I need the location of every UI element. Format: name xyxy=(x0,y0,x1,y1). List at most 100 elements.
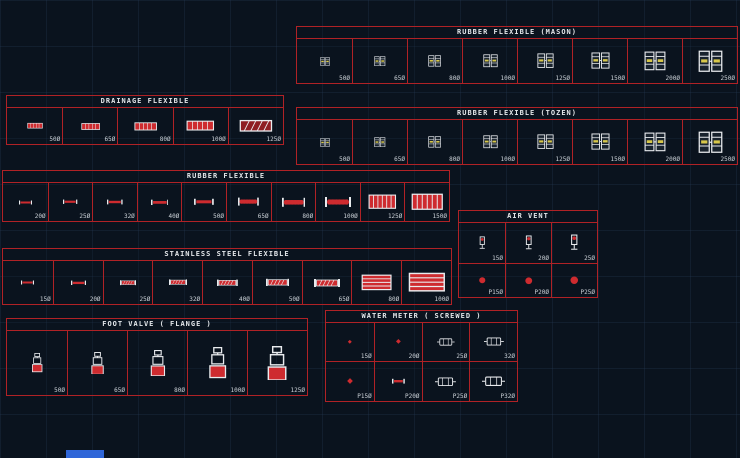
water-meter-icon xyxy=(482,376,506,387)
taskbar-fragment xyxy=(66,450,104,458)
symbol-cell: 125Ø xyxy=(247,331,307,395)
red-circle-icon xyxy=(524,276,534,286)
symbol-cell: 15Ø xyxy=(3,261,53,304)
size-label: 25Ø xyxy=(584,254,595,262)
group-title-drainage-flexible: DRAINAGE FLEXIBLE xyxy=(7,96,283,108)
size-label: 100Ø xyxy=(211,136,226,143)
rubber-coupling-icon xyxy=(536,134,554,150)
air-vent-icon xyxy=(569,234,580,251)
size-label: 80Ø xyxy=(449,75,460,82)
size-label: 65Ø xyxy=(394,156,405,163)
size-label: 125Ø xyxy=(266,136,281,143)
size-label: 200Ø xyxy=(665,156,680,163)
symbol-cell: 100Ø xyxy=(172,108,228,144)
symbol-cell: 25Ø xyxy=(47,183,93,221)
size-label: P25Ø xyxy=(580,289,595,296)
symbol-cell: 100Ø xyxy=(462,39,517,83)
size-label: 65Ø xyxy=(257,213,269,220)
water-meter-icon xyxy=(483,337,504,346)
symbol-cell: 15Ø xyxy=(459,223,505,263)
foot-valve-icon xyxy=(148,349,168,377)
symbol-cell: 20Ø xyxy=(373,323,422,361)
braided-hose-icon xyxy=(217,278,238,288)
water-meter-icon xyxy=(437,338,455,346)
red-circle-icon xyxy=(478,276,487,285)
symbol-cell: P15Ø xyxy=(459,262,505,297)
size-label: 80Ø xyxy=(174,387,185,394)
size-label: 50Ø xyxy=(213,213,224,220)
size-label: P15Ø xyxy=(357,393,372,400)
size-label: 100Ø xyxy=(500,156,515,163)
symbol-cell: 50Ø xyxy=(181,183,226,221)
symbol-cell: 100Ø xyxy=(315,183,360,221)
symbol-cell: 125Ø xyxy=(517,39,572,83)
size-label: 65Ø xyxy=(104,136,116,143)
symbol-cell: 125Ø xyxy=(227,108,283,144)
size-label: P15Ø xyxy=(488,289,503,296)
group-title-rubber-flexible: RUBBER FLEXIBLE xyxy=(3,171,449,183)
foot-valve-icon xyxy=(30,353,44,373)
size-label: P20Ø xyxy=(405,393,420,400)
symbol-cell: 80Ø xyxy=(117,108,172,144)
symbol-cell: 65Ø xyxy=(225,183,271,221)
flex-joint-icon xyxy=(18,200,32,205)
flex-joint-icon xyxy=(63,199,78,205)
size-label: 80Ø xyxy=(302,213,314,220)
symbol-cell: P15Ø xyxy=(326,360,374,401)
rubber-coupling-icon xyxy=(482,135,498,149)
flex-joint-icon xyxy=(238,196,260,207)
symbol-cell: 80Ø xyxy=(407,39,462,83)
symbol-cell: 100Ø xyxy=(401,261,451,304)
meter-dot-icon xyxy=(395,338,402,345)
drain-flex-icon xyxy=(80,122,101,131)
size-label: 80Ø xyxy=(388,296,400,303)
symbol-cell: 125Ø xyxy=(517,120,572,164)
striped-hose-icon xyxy=(408,272,446,292)
group-title-air-vent: AIR VENT xyxy=(459,211,597,223)
rubber-coupling-icon xyxy=(482,54,498,68)
rubber-coupling-icon xyxy=(698,131,723,154)
braided-hose-icon xyxy=(119,279,136,286)
size-label: 100Ø xyxy=(500,75,515,82)
symbol-cell: 100Ø xyxy=(462,120,517,164)
braided-hose-icon xyxy=(168,278,187,286)
group-title-rubber-flexible-tozen: RUBBER FLEXIBLE (TOZEN) xyxy=(297,108,737,120)
size-label: 65Ø xyxy=(394,75,405,82)
group-title-foot-valve-flange: FOOT VALVE ( FLANGE ) xyxy=(7,319,307,331)
symbol-cell: 100Ø xyxy=(187,331,247,395)
rubber-coupling-icon xyxy=(644,51,666,71)
size-label: 15Ø xyxy=(39,296,51,303)
rubber-coupling-icon xyxy=(374,137,386,147)
size-label: P25Ø xyxy=(452,393,468,400)
symbol-cell: 150Ø xyxy=(572,120,627,164)
symbol-cell: 40Ø xyxy=(202,261,252,304)
meter-dot-icon xyxy=(347,339,353,345)
symbol-cell: 125Ø xyxy=(359,183,405,221)
symbol-cell: 200Ø xyxy=(627,39,682,83)
red-circle-icon xyxy=(569,275,580,286)
size-label: 100Ø xyxy=(343,213,358,220)
size-label: 15Ø xyxy=(492,254,503,262)
rubber-coupling-icon xyxy=(644,132,666,152)
symbol-cell: 65Ø xyxy=(352,39,407,83)
rubber-coupling-icon xyxy=(319,137,330,147)
braided-hose-icon xyxy=(265,277,289,288)
size-label: 150Ø xyxy=(432,213,447,220)
symbol-cell: P20Ø xyxy=(373,360,422,401)
size-label: 15Ø xyxy=(360,352,372,360)
symbol-cell: P20Ø xyxy=(505,262,551,297)
flex-joint-icon xyxy=(281,196,306,209)
size-label: 50Ø xyxy=(49,136,61,143)
group-title-water-meter-screwed: WATER METER ( SCREWED ) xyxy=(326,311,517,323)
water-meter-icon xyxy=(435,377,457,387)
symbol-cell: 32Ø xyxy=(92,183,137,221)
symbol-cell: 32Ø xyxy=(152,261,202,304)
